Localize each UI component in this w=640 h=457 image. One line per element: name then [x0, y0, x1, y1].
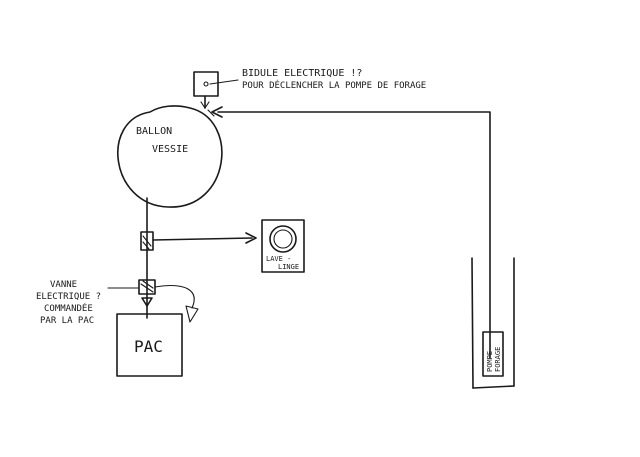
pressure-switch-leader [209, 79, 239, 85]
bladder-tank: BALLON VESSIE [117, 105, 223, 208]
supply-pipe [207, 106, 491, 359]
tee-fitting-hatch-2 [142, 241, 150, 250]
washer-branch-arrow [245, 232, 257, 244]
pressure-switch-dot [203, 81, 209, 87]
pressure-switch-arrow [200, 101, 210, 109]
pac-return-pipe-arrow [185, 305, 199, 323]
washing-machine-door-inner [273, 229, 293, 249]
borehole-left-wall [471, 257, 474, 389]
electric-valve-hatch-2 [142, 280, 154, 289]
valve-label-line2: ELECTRIQUE ? [36, 292, 101, 302]
borehole-pump-label-line1: POMPE [486, 351, 494, 372]
tee-fitting-body [140, 231, 154, 251]
pressure-switch [193, 71, 239, 109]
tee-fitting-hatch-1 [142, 235, 152, 247]
washing-machine-label-line1: LAVE - [266, 255, 291, 263]
pressure-switch-box [193, 71, 219, 97]
valve-label-line4: PAR LA PAC [40, 316, 94, 326]
washer-branch [152, 232, 257, 244]
washing-machine-label-line2: LINGE [278, 263, 299, 271]
pac-return-pipe-curve [154, 285, 195, 309]
heat-pump-box [116, 313, 183, 377]
borehole-pump-label-line2: FORAGE [494, 347, 502, 372]
electric-valve-arrow [141, 297, 153, 307]
borehole-bottom [472, 385, 515, 389]
valve-label-line3: COMMANDÉE [44, 302, 93, 314]
electric-valve-hatch-1 [140, 283, 154, 293]
washing-machine-body [261, 219, 305, 273]
bidule-label-line1: BIDULE ELECTRIQUE !? [242, 68, 362, 79]
bladder-tank-label-line1: BALLON [136, 126, 172, 137]
bladder-tank-label-line2: VESSIE [152, 144, 188, 155]
borehole: POMPE FORAGE [471, 257, 515, 389]
heat-pump-label: PAC [134, 337, 163, 356]
electric-valve [107, 279, 156, 307]
tee-fitting [140, 231, 154, 251]
washing-machine: LAVE - LINGE [261, 219, 305, 273]
valve-label-line1: VANNE [50, 280, 77, 290]
washing-machine-door-outer [269, 225, 297, 253]
washer-branch-pipe [152, 237, 253, 241]
bidule-label-line2: POUR DÉCLENCHER LA POMPE DE FORAGE [242, 79, 426, 91]
supply-pipe-line [217, 111, 491, 359]
pac-return-pipe [154, 285, 199, 323]
heat-pump: PAC [116, 313, 183, 377]
supply-pipe-arrow [211, 106, 223, 118]
bladder-tank-outline [117, 105, 223, 208]
borehole-pump-box [482, 331, 504, 377]
supply-pipe-tick [207, 109, 215, 117]
